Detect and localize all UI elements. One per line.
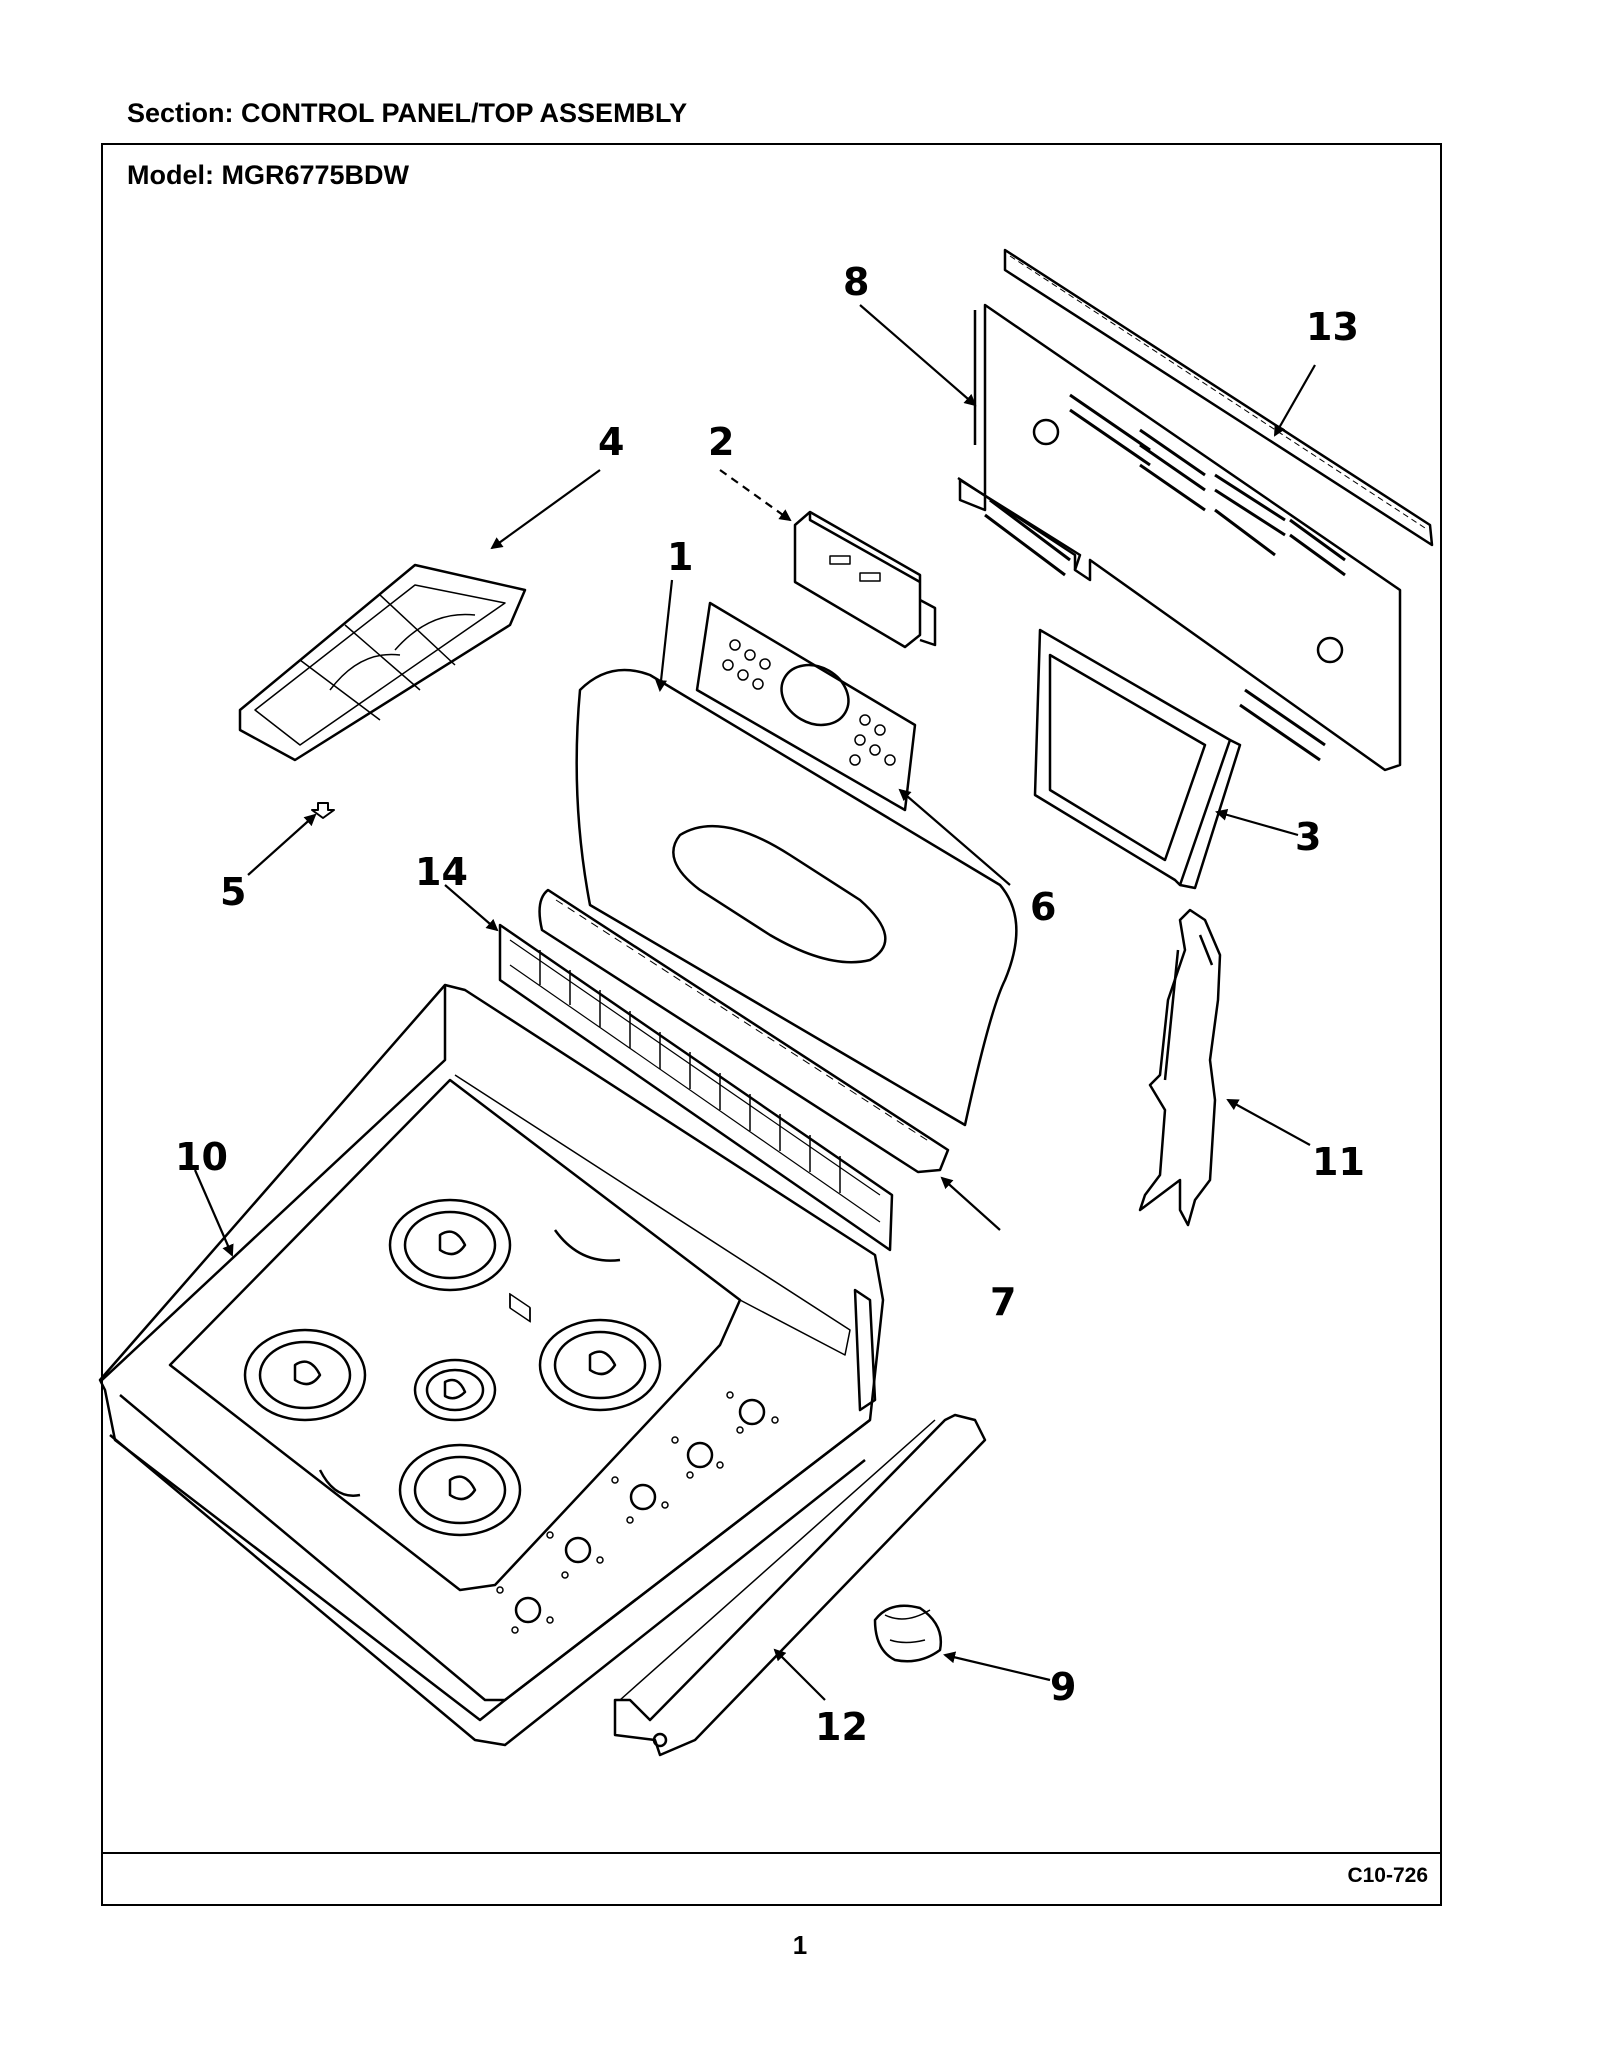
callout-4: 4 [598,420,624,464]
cooktop [98,983,885,1747]
back-panel [957,303,1402,772]
footer-divider [101,1852,1442,1854]
callout-1: 1 [667,535,693,579]
control-panel [575,668,1018,1127]
clock [793,510,937,649]
burner-grate [238,563,527,762]
callout-8: 8 [843,260,869,304]
top-trim-strip [1003,248,1434,547]
trim-strip [538,888,950,1174]
callout-10: 10 [175,1135,228,1179]
diagram-code: C10-726 [1347,1864,1428,1887]
callout-13: 13 [1306,305,1359,349]
callout-6: 6 [1030,885,1056,929]
callout-14: 14 [415,850,468,894]
page-number: 1 [792,1930,808,1960]
control-overlay [695,601,917,812]
callout-5: 5 [220,870,246,914]
callout-11: 11 [1312,1140,1365,1184]
callout-9: 9 [1050,1665,1076,1709]
end-cap [1138,908,1222,1227]
front-trim [613,1413,987,1757]
section-title: Section: CONTROL PANEL/TOP ASSEMBLY [127,98,688,128]
vent-strip [498,923,894,1323]
model-label: Model: MGR6775BDW [127,160,410,190]
callout-12: 12 [815,1705,868,1749]
callout-2: 2 [708,420,734,464]
diagram-frame [101,143,1442,1906]
callout-7: 7 [990,1280,1016,1324]
grate-bumper [311,802,335,819]
control-knob [873,1604,943,1663]
callout-3: 3 [1295,815,1321,859]
oven-window-trim [1033,628,1242,890]
